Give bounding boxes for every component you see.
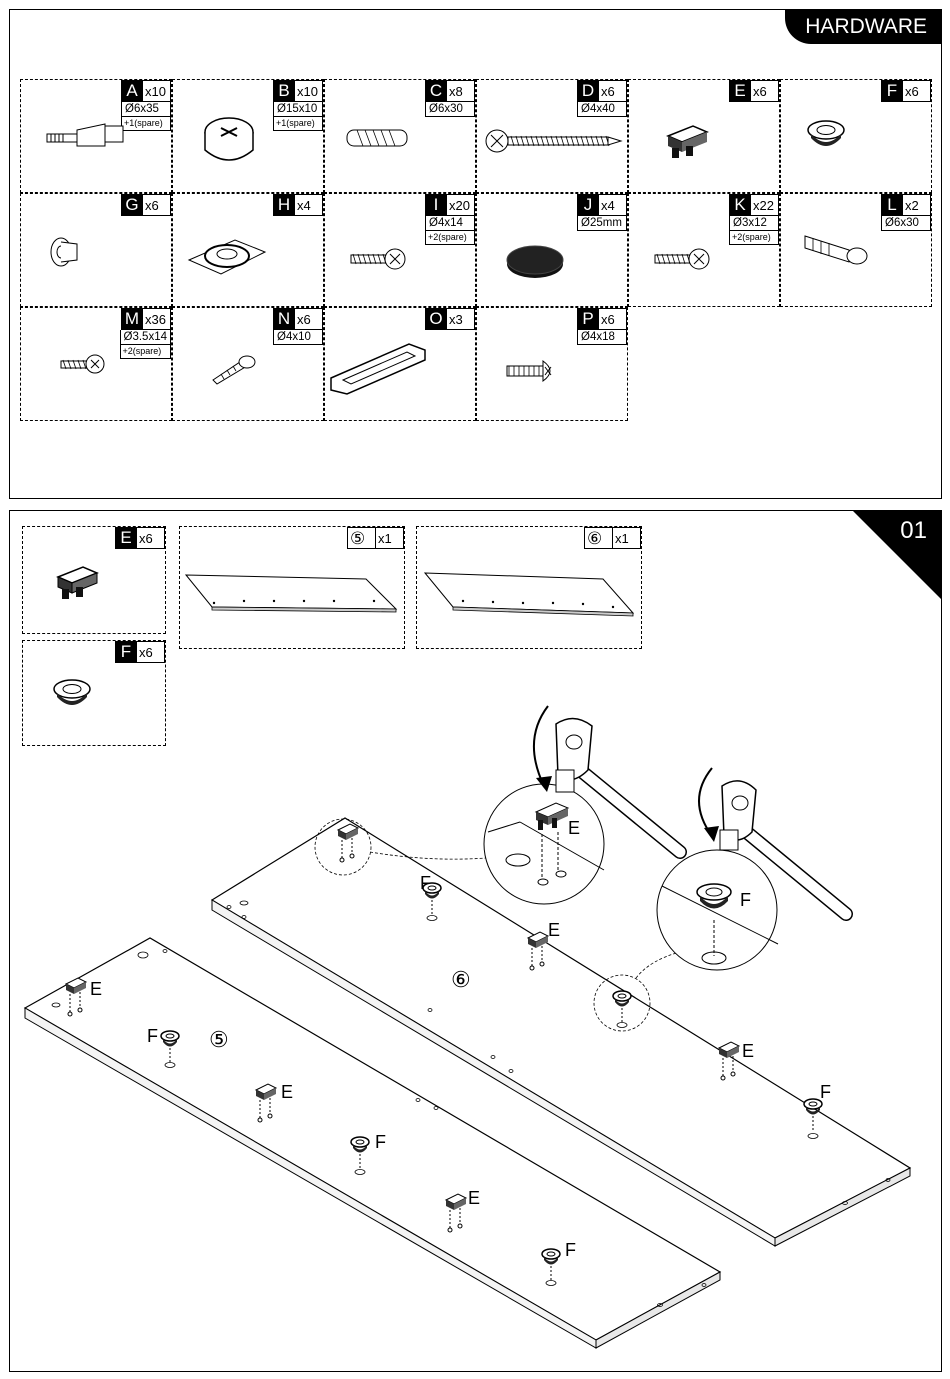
diagram-label-f: F: [420, 873, 431, 893]
panel-6-marker: ⑥: [451, 967, 471, 992]
diagram-label-e: E: [90, 979, 102, 999]
diagram-label-f: F: [375, 1132, 386, 1152]
diagram-label-f: F: [740, 890, 751, 910]
diagram-label-e: E: [742, 1041, 754, 1061]
diagram-label-f: F: [820, 1082, 831, 1102]
panel-5-marker: ⑤: [209, 1027, 229, 1052]
diagram-label-f: F: [147, 1026, 158, 1046]
diagram-label-f: F: [565, 1240, 576, 1260]
diagram-label-e: E: [548, 920, 560, 940]
diagram-label-e: E: [568, 818, 580, 838]
diagram-label-e: E: [468, 1188, 480, 1208]
diagram-label-e: E: [281, 1082, 293, 1102]
